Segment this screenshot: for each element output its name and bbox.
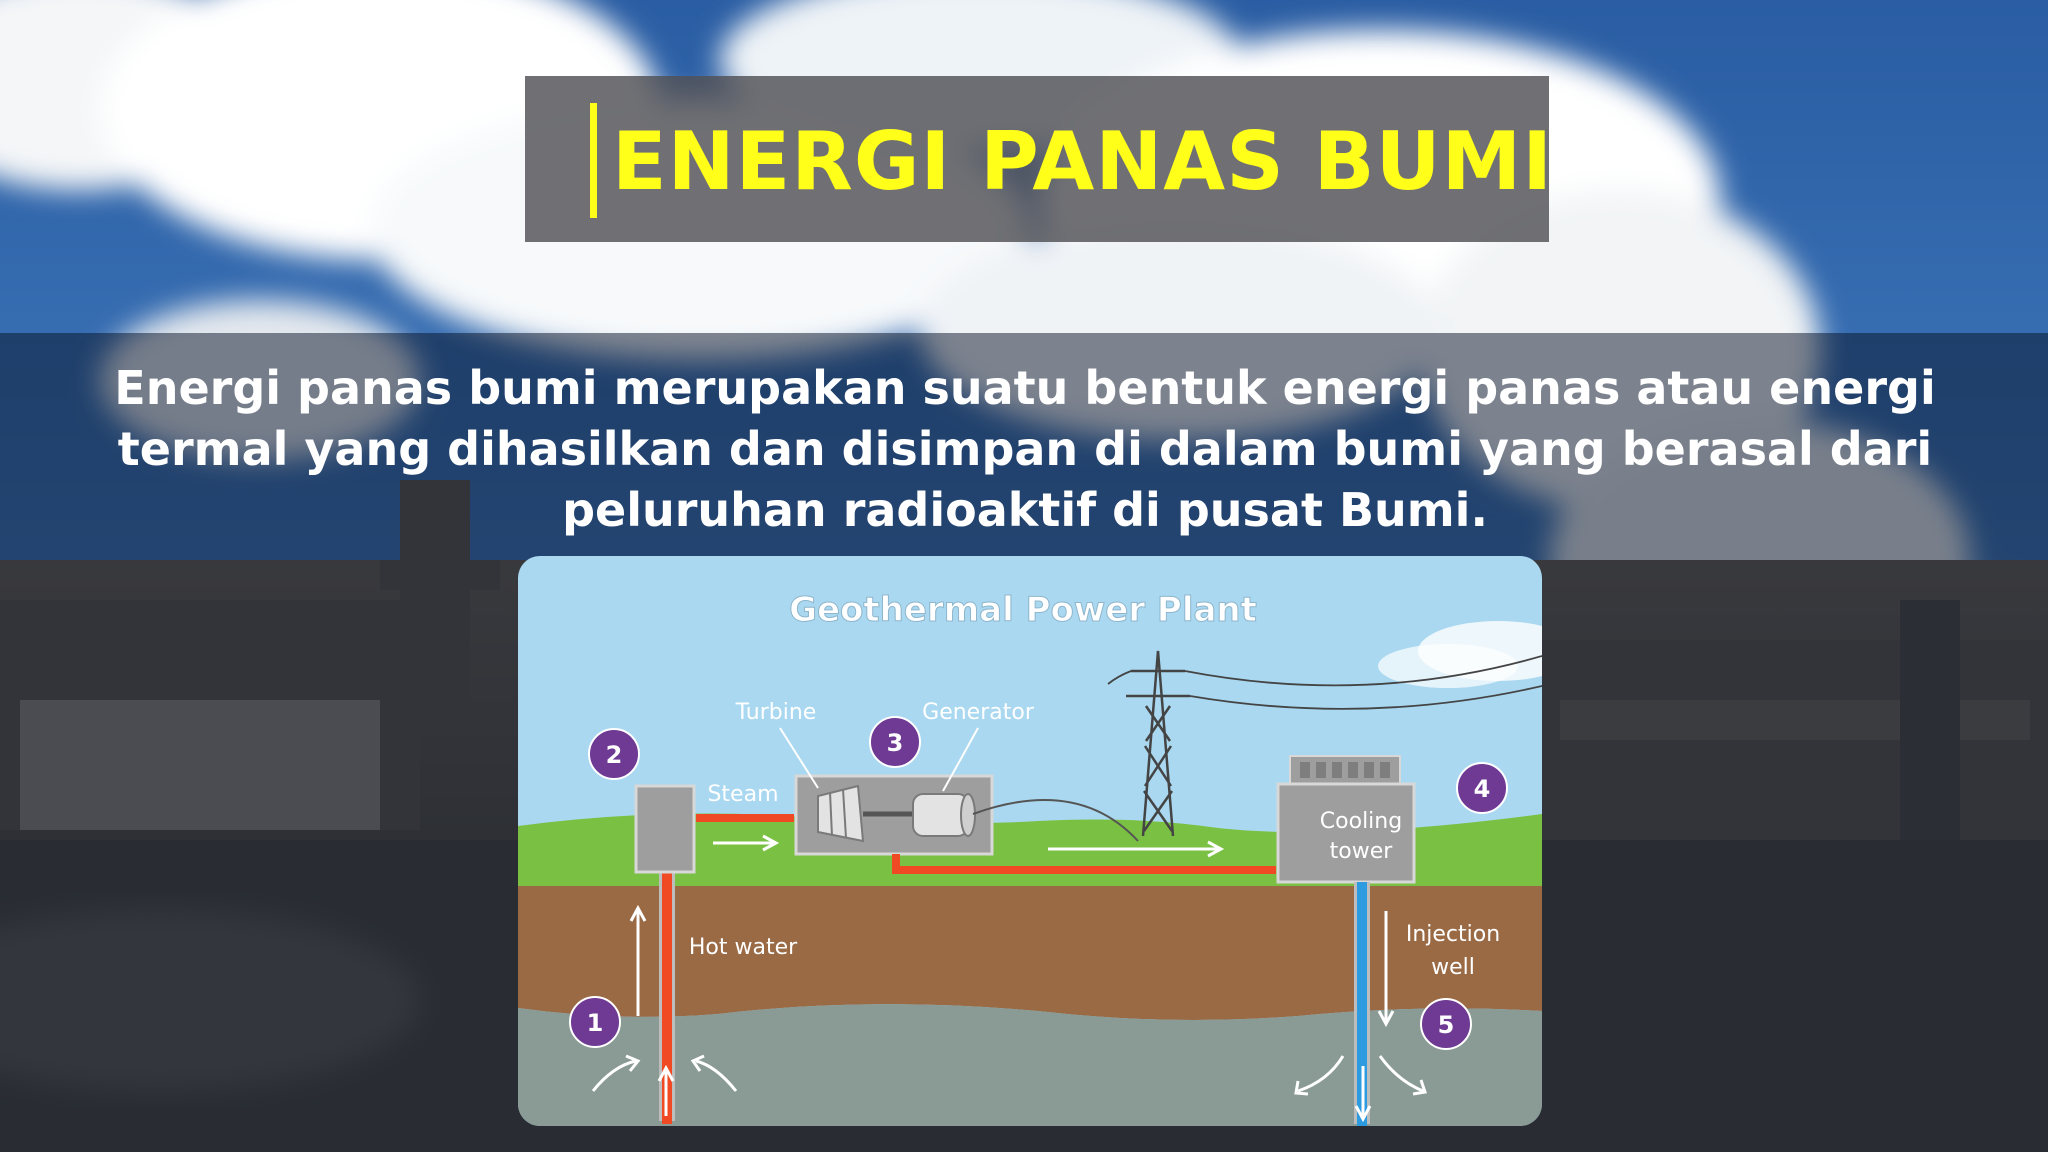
turbine-label: Turbine — [735, 700, 817, 725]
step-badge-4-number: 4 — [1474, 775, 1491, 803]
power-lines — [1107, 655, 1542, 710]
title-box — [525, 76, 1549, 242]
generator-icon — [912, 793, 969, 837]
separator-unit — [634, 784, 696, 874]
cooling-tower — [1276, 782, 1416, 884]
step-badge-3-number: 3 — [887, 729, 904, 757]
injection-well-label-line1: Injection — [1406, 922, 1500, 947]
step-badge-1: 1 — [569, 996, 621, 1048]
injection-well-label-line2: well — [1431, 955, 1475, 980]
steam-pipe — [696, 814, 794, 822]
step-badge-2-number: 2 — [606, 741, 623, 769]
description-text: Energi panas bumi merupakan suatu bentuk… — [90, 358, 1960, 541]
description-line-3: peluruhan radioaktif di pusat Bumi. — [562, 483, 1488, 537]
generator-label: Generator — [922, 700, 1035, 725]
flow-arrows — [591, 834, 1427, 1123]
title-accent-bar — [590, 103, 597, 218]
power-cable — [972, 798, 1139, 842]
cooling-tower-label-line1: Cooling — [1320, 809, 1402, 834]
hot-water-pipe — [662, 794, 672, 1124]
cold-water-pipe — [1357, 882, 1367, 1126]
geothermal-diagram: Geothermal Power Plant — [518, 556, 1542, 1126]
step-badge-1-number: 1 — [587, 1009, 604, 1037]
transmission-tower-icon — [1126, 650, 1190, 837]
step-badge-5: 5 — [1420, 998, 1472, 1050]
description-line-2: termal yang dihasilkan dan disimpan di d… — [117, 422, 1933, 476]
diagram-title: Geothermal Power Plant — [789, 590, 1257, 630]
diagram-bedrock — [518, 1004, 1542, 1126]
step-badge-3: 3 — [869, 716, 921, 768]
slide-title: ENERGI PANAS BUMI — [612, 115, 1553, 208]
description-line-1: Energi panas bumi merupakan suatu bentuk… — [114, 361, 1936, 415]
diagram-soil — [518, 886, 1542, 1020]
step-badge-5-number: 5 — [1438, 1011, 1455, 1039]
step-badge-4: 4 — [1456, 762, 1508, 814]
turbine-icon — [817, 784, 865, 843]
cooling-tower-label-line2: tower — [1330, 839, 1394, 864]
return-pipe — [892, 866, 1276, 874]
hot-water-label: Hot water — [689, 935, 798, 960]
steam-label: Steam — [707, 782, 778, 807]
step-badge-2: 2 — [588, 728, 640, 780]
